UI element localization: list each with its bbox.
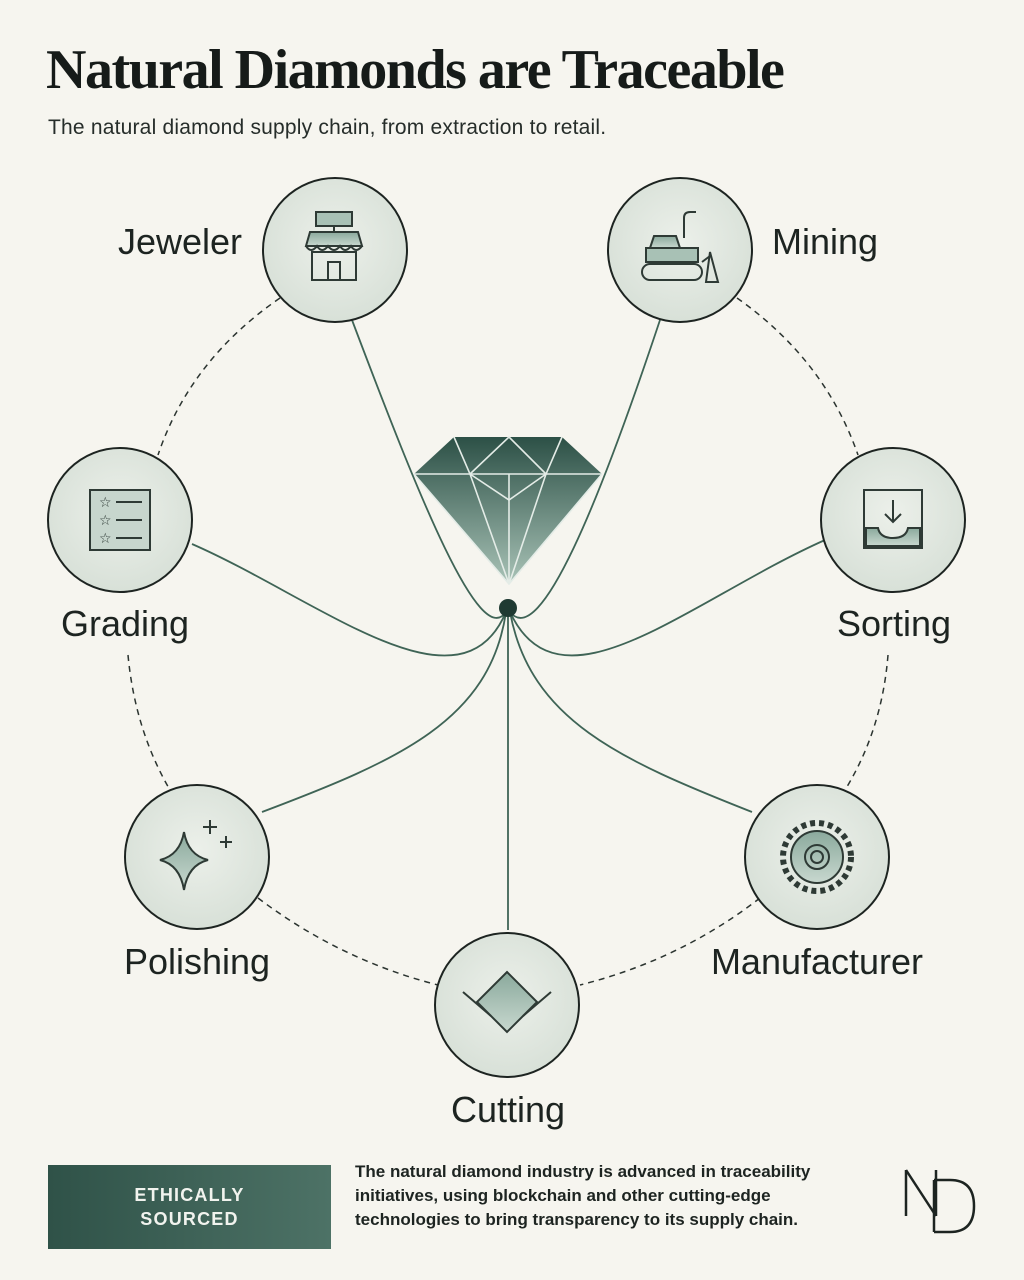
center-hub	[499, 599, 517, 617]
node-polishing[interactable]: Polishing	[124, 784, 270, 982]
dashed-ring	[127, 297, 889, 986]
node-label: Grading	[61, 603, 189, 644]
badge-line2: SOURCED	[140, 1209, 239, 1229]
cut-diamond-icon	[462, 970, 552, 1034]
node-label: Sorting	[837, 603, 951, 644]
node-grading[interactable]: ☆ ☆ ☆ Grading	[47, 447, 193, 644]
node-jeweler[interactable]: Jeweler	[118, 177, 408, 323]
node-label: Manufacturer	[711, 941, 923, 982]
storefront-icon	[304, 211, 364, 281]
node-sorting[interactable]: Sorting	[820, 447, 966, 644]
star-checklist-icon: ☆ ☆ ☆	[89, 489, 151, 551]
node-label: Mining	[772, 221, 878, 262]
nd-monogram-icon	[904, 1169, 976, 1234]
node-label: Jeweler	[118, 221, 242, 262]
svg-text:☆: ☆	[99, 531, 112, 547]
footer-description: The natural diamond industry is advanced…	[355, 1162, 811, 1229]
bulldozer-icon	[641, 211, 720, 283]
svg-text:☆: ☆	[99, 513, 112, 529]
page-subtitle: The natural diamond supply chain, from e…	[48, 116, 607, 139]
node-label: Cutting	[451, 1089, 565, 1130]
ethically-sourced-badge: ETHICALLY SOURCED	[48, 1165, 331, 1249]
svg-text:☆: ☆	[99, 495, 112, 511]
badge-line1: ETHICALLY	[134, 1185, 245, 1205]
page-title: Natural Diamonds are Traceable	[46, 39, 785, 101]
sparkle-icon	[159, 820, 232, 891]
node-mining[interactable]: Mining	[607, 177, 878, 323]
node-cutting[interactable]: Cutting	[434, 932, 580, 1130]
connector-lines	[191, 319, 826, 930]
saw-blade-icon	[780, 820, 854, 894]
center-diamond-icon	[413, 435, 603, 586]
inbox-download-icon	[863, 489, 923, 549]
node-manufacturer[interactable]: Manufacturer	[711, 784, 923, 982]
node-label: Polishing	[124, 941, 270, 982]
